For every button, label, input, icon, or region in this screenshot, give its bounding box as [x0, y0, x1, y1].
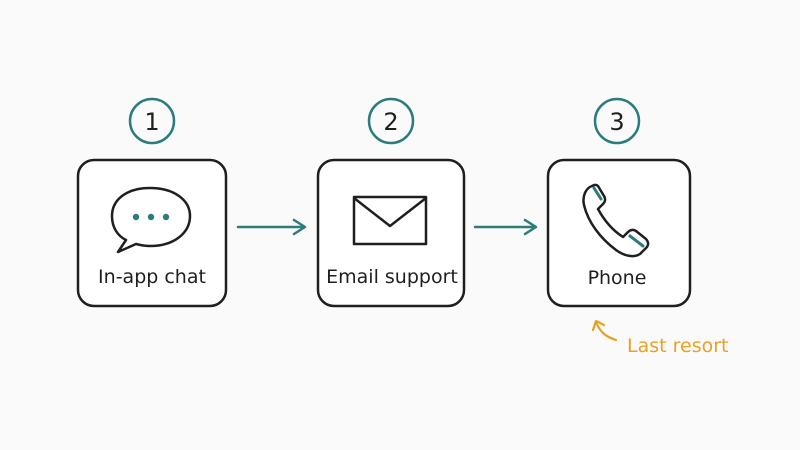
- step-2-label: Email support: [326, 266, 458, 288]
- step-2-number-circle: [367, 97, 415, 145]
- step-1-box: [76, 158, 228, 308]
- annotation-text: Last resort: [627, 335, 729, 357]
- step-1-number: 1: [144, 108, 159, 136]
- step-3: 3 Phone: [546, 97, 692, 308]
- arrow-2-to-3: [473, 218, 538, 236]
- step-2: 2 Email support: [316, 97, 466, 308]
- annotation-arrow-icon: [594, 320, 618, 342]
- step-2-number: 2: [383, 108, 398, 136]
- step-3-number-circle: [593, 97, 641, 145]
- arrow-1-to-2: [236, 218, 307, 236]
- step-1-label: In-app chat: [98, 266, 206, 288]
- last-resort-annotation: Last resort: [591, 319, 729, 357]
- step-3-label: Phone: [588, 267, 647, 289]
- envelope-icon: [352, 195, 428, 246]
- step-1: 1 In-app chat: [76, 97, 228, 308]
- phone-icon: [582, 183, 650, 258]
- step-1-number-circle: [128, 97, 176, 145]
- step-3-number: 3: [609, 108, 624, 136]
- chat-bubble-icon: [110, 186, 192, 254]
